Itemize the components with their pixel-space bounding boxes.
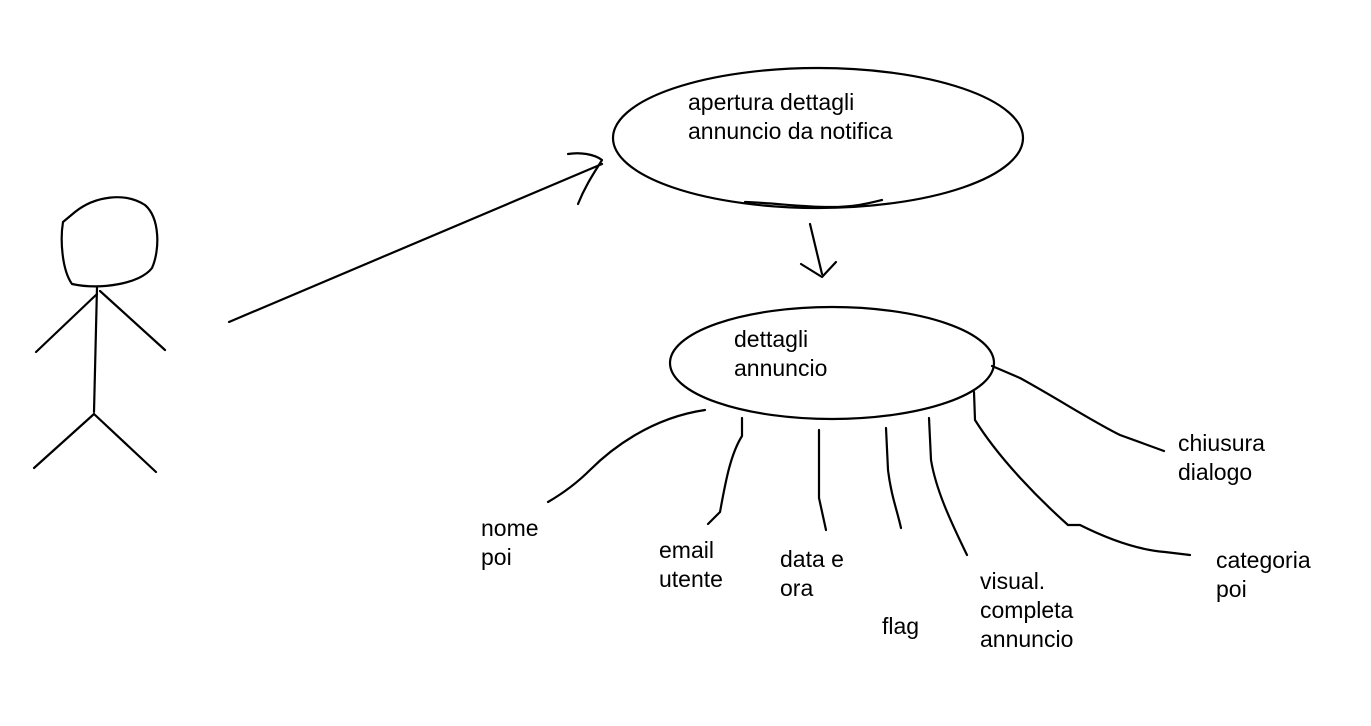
attribute-chiusura-dialogo: chiusura dialogo — [1178, 429, 1265, 487]
use-case-main-ellipse — [611, 66, 1025, 210]
branch-categoria-poi — [972, 390, 1192, 557]
include-arrowhead — [799, 260, 838, 279]
attribute-nome-poi: nome poi — [481, 514, 539, 572]
attribute-line: visual. — [980, 568, 1046, 594]
actor-association-line — [227, 162, 604, 324]
attribute-line: completa — [980, 597, 1074, 623]
attribute-line: dialogo — [1178, 459, 1253, 485]
actor-left-leg — [32, 412, 96, 470]
actor-head — [60, 196, 159, 288]
attribute-flag: flag — [882, 612, 919, 641]
association-arrowhead — [566, 152, 604, 206]
attribute-line: annuncio — [980, 626, 1074, 652]
attribute-email-utente: email utente — [659, 536, 723, 594]
ellipse-scribble — [743, 198, 884, 209]
attribute-line: chiusura — [1178, 430, 1265, 456]
attribute-line: nome — [481, 515, 539, 541]
use-case-detail-line-1: dettagli — [734, 326, 809, 352]
use-case-detail-line-2: annuncio — [734, 355, 828, 381]
attribute-line: categoria — [1216, 547, 1311, 573]
attribute-line: utente — [659, 566, 723, 592]
actor-body — [92, 285, 99, 414]
use-case-detail-label: dettagli annuncio — [734, 325, 827, 383]
actor-right-arm — [98, 289, 167, 352]
attribute-data-ora: data e ora — [780, 545, 844, 603]
branch-flag — [884, 426, 903, 530]
attribute-line: poi — [1216, 576, 1247, 602]
attribute-line: poi — [481, 544, 512, 570]
use-case-main-line-1: apertura dettagli — [688, 89, 855, 115]
actor-left-arm — [34, 292, 99, 354]
attribute-visual-completa-annuncio: visual. completa annuncio — [980, 567, 1073, 654]
attribute-line: ora — [780, 575, 814, 601]
actor-figure — [32, 196, 167, 474]
attribute-line: email — [659, 537, 714, 563]
attribute-line: flag — [882, 613, 920, 639]
branch-nome-poi — [546, 408, 707, 504]
use-case-main-label: apertura dettagli annuncio da notifica — [688, 88, 893, 146]
attribute-line: data e — [780, 546, 844, 572]
branch-email-utente — [706, 416, 744, 526]
branch-chiusura-dialogo — [990, 364, 1166, 453]
branch-visual-completa — [927, 416, 969, 557]
branch-data-ora — [817, 428, 828, 532]
use-case-detail-ellipse — [668, 305, 996, 421]
include-arrow-line — [808, 222, 824, 276]
use-case-main-line-2: annuncio da notifica — [688, 118, 893, 144]
actor-right-leg — [92, 412, 158, 474]
attribute-categoria-poi: categoria poi — [1216, 546, 1311, 604]
